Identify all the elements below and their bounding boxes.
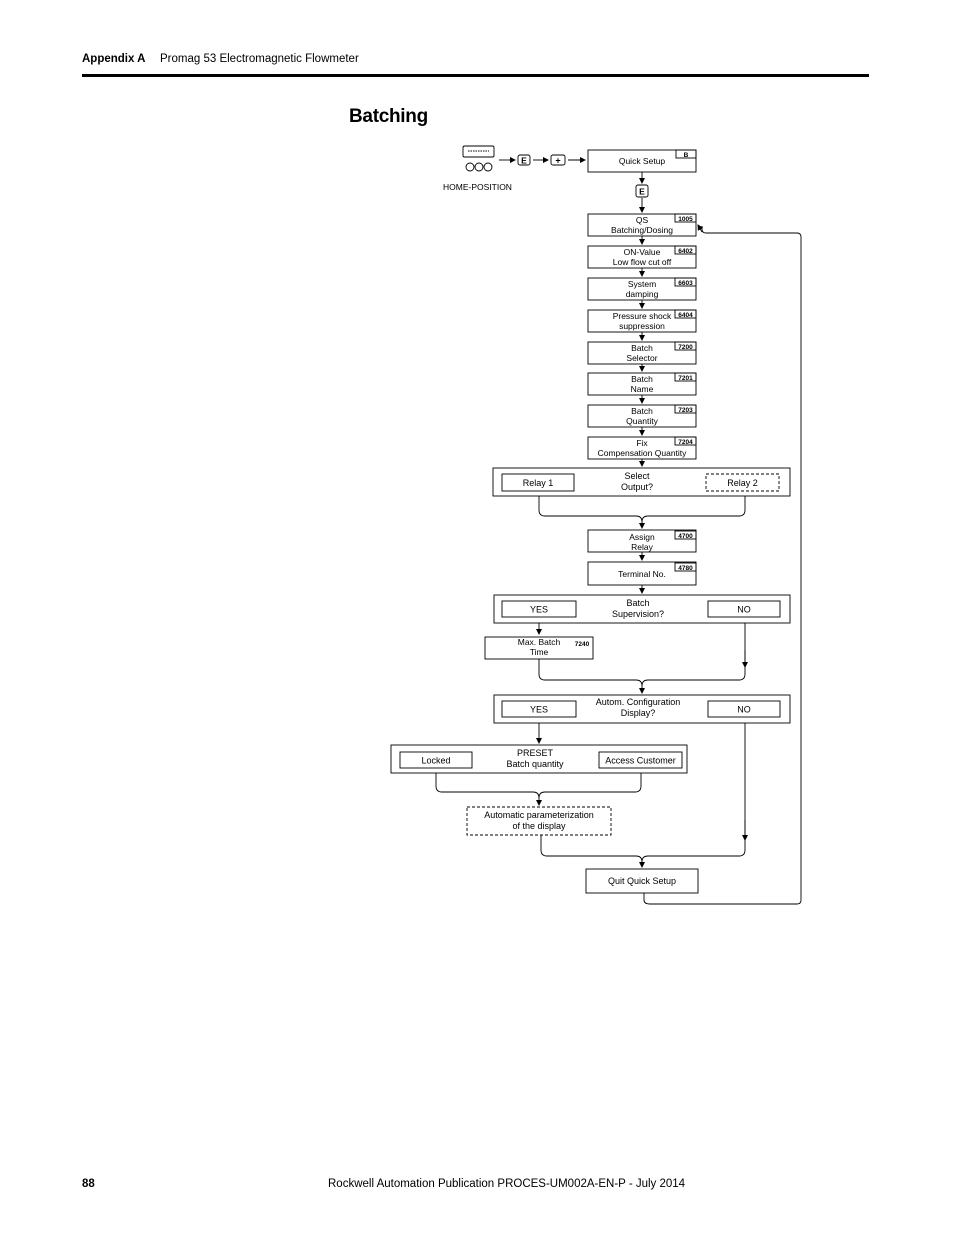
function-line1: QS <box>636 215 649 225</box>
yes-label: YES <box>530 605 548 615</box>
function-code: 6404 <box>678 312 693 319</box>
locked-option <box>399 751 473 769</box>
autom-config-line2: Display? <box>621 708 656 718</box>
function-line2: Selector <box>626 353 657 363</box>
relay-1-label: Relay 1 <box>523 478 554 488</box>
preset-line1: PRESET <box>517 748 554 758</box>
preset-box <box>390 744 688 774</box>
header-rule <box>82 74 869 77</box>
function-box <box>587 372 697 396</box>
batch-supervision-box <box>493 594 791 624</box>
auto-param-line2: of the display <box>512 821 566 831</box>
max-batch-time-line2: Time <box>530 647 549 657</box>
function-line2: damping <box>626 289 659 299</box>
key-e-label: E <box>521 156 527 166</box>
function-box <box>587 436 697 460</box>
terminal-no-label: Terminal No. <box>618 569 666 579</box>
home-position-label: HOME-POSITION <box>443 182 512 192</box>
quit-quick-setup-label: Quit Quick Setup <box>608 876 676 886</box>
quick-setup-code: B <box>684 152 689 159</box>
function-line1: System <box>628 279 656 289</box>
function-box <box>587 277 697 301</box>
header-appendix: Appendix A <box>82 53 146 65</box>
auto-param-box <box>466 806 612 836</box>
batch-supervision-line2: Supervision? <box>612 609 664 619</box>
locked-label: Locked <box>421 756 450 766</box>
max-batch-time-code: 7240 <box>575 641 590 648</box>
function-box <box>587 309 697 333</box>
function-line1: Batch <box>631 343 653 353</box>
function-line1: Fix <box>636 438 648 448</box>
function-line1: Batch <box>631 406 653 416</box>
function-code: 6402 <box>678 248 693 255</box>
function-code: 7201 <box>678 375 693 382</box>
select-output-line2: Output? <box>621 482 653 492</box>
function-line1: Batch <box>631 374 653 384</box>
function-box <box>587 213 697 237</box>
function-code: 6603 <box>678 280 693 287</box>
quit-quick-setup-box <box>585 868 699 894</box>
terminal-no-code: 4780 <box>678 565 693 572</box>
function-box <box>587 341 697 365</box>
auto-param-line1: Automatic parameterization <box>484 810 594 820</box>
batch-supervision-line1: Batch <box>626 598 649 608</box>
no-option <box>707 600 781 618</box>
function-line2: Low flow cut off <box>613 257 672 267</box>
key-plus-label: + <box>555 156 560 166</box>
key-e-icon <box>517 154 531 166</box>
key-e-icon <box>635 184 649 198</box>
function-line2: Name <box>631 384 654 394</box>
key-e-label: E <box>639 187 645 197</box>
function-line1: ON-Value <box>624 247 661 257</box>
max-batch-time-line1: Max. Batch <box>518 637 561 647</box>
quick-setup-label: Quick Setup <box>619 156 666 166</box>
page-title: Batching <box>349 106 428 127</box>
yes-option <box>501 700 577 718</box>
relay-1-option <box>501 473 575 492</box>
function-line2: Batching/Dosing <box>611 225 673 235</box>
access-customer-option <box>598 751 683 769</box>
function-code: 7203 <box>678 407 693 414</box>
relay-2-label: Relay 2 <box>727 478 758 488</box>
function-code: 1005 <box>678 216 693 223</box>
relay-2-option <box>705 473 780 492</box>
no-label: NO <box>737 705 751 715</box>
no-option <box>707 700 781 718</box>
footer-page-number: 88 <box>82 1178 95 1190</box>
function-code: 7200 <box>678 344 693 351</box>
home-display-icon <box>462 145 495 172</box>
function-line2: suppression <box>619 321 665 331</box>
autom-config-line1: Autom. Configuration <box>596 697 681 707</box>
assign-relay-code: 4700 <box>678 533 693 540</box>
yes-option <box>501 600 577 618</box>
assign-relay-line2: Relay <box>631 542 653 552</box>
autom-config-box <box>493 694 791 724</box>
key-plus-icon <box>550 154 566 166</box>
yes-label: YES <box>530 705 548 715</box>
select-output-line1: Select <box>624 471 650 481</box>
assign-relay-line1: Assign <box>629 532 655 542</box>
function-line2: Quantity <box>626 416 658 426</box>
function-line1: Pressure shock <box>613 311 672 321</box>
header-title: Promag 53 Electromagnetic Flowmeter <box>160 53 359 65</box>
select-output-box <box>492 467 791 497</box>
function-code: 7204 <box>678 439 693 446</box>
footer-publication: Rockwell Automation Publication PROCES-U… <box>328 1178 686 1190</box>
access-customer-label: Access Customer <box>605 756 676 766</box>
preset-line2: Batch quantity <box>506 759 564 769</box>
function-box <box>587 404 697 428</box>
function-box <box>587 245 697 269</box>
no-label: NO <box>737 605 751 615</box>
function-line2: Compensation Quantity <box>598 448 688 458</box>
